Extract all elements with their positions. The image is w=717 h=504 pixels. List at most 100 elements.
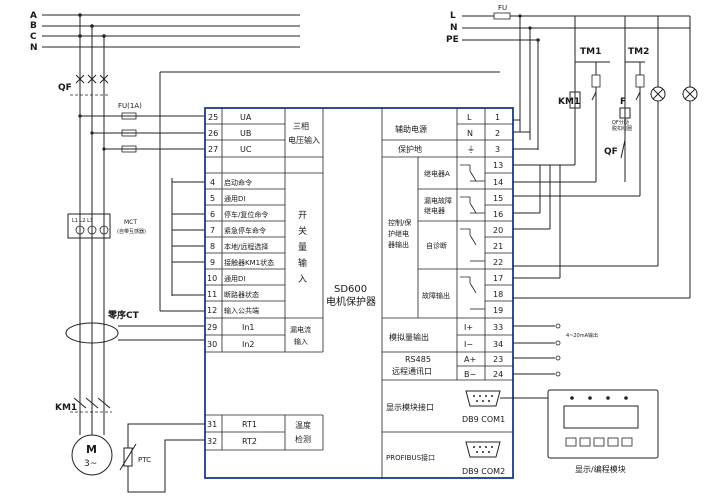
term-name: 通用DI <box>224 194 245 203</box>
term-num: 12 <box>207 306 217 315</box>
tm2-label: TM2 <box>628 47 649 57</box>
term-num: 14 <box>493 178 503 187</box>
rs485-2: 远程通讯口 <box>392 366 432 376</box>
term-name: 接触器KM1状态 <box>224 258 274 267</box>
km1-coil-label: KM1 <box>558 97 580 107</box>
phase-drops <box>79 15 105 435</box>
right-supply-bus: L N PE FU <box>446 4 690 150</box>
term-num: 10 <box>207 274 217 283</box>
term-num: 29 <box>207 323 217 332</box>
term-num: 22 <box>493 258 503 267</box>
qf-aux-label: QF分励 <box>612 119 629 126</box>
self-diag-label: 自诊断 <box>426 241 447 250</box>
breaker-qf: QF <box>58 74 110 96</box>
db9-com1: DB9 COM1 <box>462 415 505 424</box>
sig-label: B− <box>464 370 476 379</box>
relay-loads: TM1 TM2 KM1 F QF分励 脱扣线圈 QF <box>513 16 698 299</box>
display-port-label: 显示模块接口 <box>386 402 434 412</box>
term-num: 21 <box>493 242 503 251</box>
phase-a-label: A <box>30 11 37 21</box>
relay-ctrl-1: 控制/保 <box>388 218 411 227</box>
ground-label: 保护地 <box>398 144 422 154</box>
relay-a-label: 继电器A <box>424 169 450 178</box>
right-rows: L 1 N 2 ⏚ 3 13 14 15 16 20 21 22 17 18 1… <box>382 113 513 433</box>
right-group-labels: 辅助电源 保护地 控制/保 护继电 器输出 继电器A 漏电故障 继电器 自诊断 … <box>386 124 505 476</box>
phase-b-label: B <box>30 21 37 31</box>
term-name: 本地/远程选择 <box>224 242 268 251</box>
sig-label: N <box>467 129 473 138</box>
term-num: 27 <box>208 145 218 154</box>
mct-desc: (自带互感器) <box>117 228 146 235</box>
device-name: SD600 <box>334 284 367 295</box>
term-num: 4 <box>210 178 215 187</box>
device-desc: 电机保护器 <box>326 295 376 308</box>
term-name: UB <box>240 129 251 138</box>
ptc-label: PTC <box>138 456 151 464</box>
qf-contact-label: QF <box>604 147 618 157</box>
term-num: 9 <box>210 258 215 267</box>
term-num: 26 <box>208 129 218 138</box>
term-num: 18 <box>493 290 503 299</box>
motor-name: M <box>86 443 97 456</box>
term-num: 30 <box>207 340 217 349</box>
ct-labels: L1 L2 L3 <box>72 218 93 224</box>
term-num: 31 <box>207 420 217 429</box>
term-num: 3 <box>495 145 500 154</box>
line-pe-label: PE <box>446 35 459 45</box>
zero-ct: 零序CT <box>65 309 205 344</box>
term-num: 13 <box>493 161 503 170</box>
motor-phase: 3~ <box>84 459 97 469</box>
group-switch-3: 量 <box>298 242 307 253</box>
analog-label: 模拟量输出 <box>389 332 429 342</box>
leak-relay-2: 继电器 <box>424 206 445 215</box>
term-num: 8 <box>210 242 215 251</box>
group-switch-2: 关 <box>298 225 307 237</box>
term-num: 1 <box>495 113 500 122</box>
term-num: 34 <box>493 340 503 349</box>
display-module-label: 显示/编程模块 <box>575 464 626 474</box>
term-name: 启动命令 <box>224 178 252 187</box>
term-num: 11 <box>207 290 217 299</box>
analog-rs485-leads: 4~20mA输出 <box>500 323 598 399</box>
qf-label: QF <box>58 83 72 93</box>
term-name: 紧急停车命令 <box>224 226 266 235</box>
sig-label: L <box>467 113 472 122</box>
profibus-label: PROFIBUS接口 <box>386 453 435 462</box>
relay-ctrl-3: 器输出 <box>388 240 409 249</box>
mct-name: MCT <box>124 219 137 226</box>
group-temp-1: 温度 <box>295 420 311 430</box>
term-name: 输入公共端 <box>224 306 259 315</box>
term-name: In1 <box>242 323 255 332</box>
term-num: 16 <box>493 210 503 219</box>
left-terminal-table <box>221 108 324 450</box>
group-voltage-1: 三相 <box>293 121 309 131</box>
sd600-device <box>204 107 514 479</box>
term-num: 2 <box>495 129 500 138</box>
phase-n-label: N <box>30 43 38 53</box>
group-switch-5: 入 <box>298 274 307 285</box>
term-num: 33 <box>493 323 503 332</box>
term-num: 7 <box>210 226 215 235</box>
left-fuses: FU(1A) <box>78 102 205 153</box>
term-num: 17 <box>493 274 503 283</box>
db9-connector-2 <box>465 441 501 458</box>
term-num: 5 <box>210 194 215 203</box>
left-supply-bus: A B C N <box>30 11 300 53</box>
relay-ctrl-2: 护继电 <box>388 229 409 238</box>
term-name: RT1 <box>242 420 257 429</box>
term-name: UA <box>240 113 252 122</box>
group-leak-1: 漏电流 <box>290 325 311 334</box>
fuse-label: FU(1A) <box>118 102 142 110</box>
aux-power-label: 辅助电源 <box>395 124 427 134</box>
term-num: 19 <box>493 306 503 315</box>
term-num: 15 <box>493 194 503 203</box>
db9-com2: DB9 COM2 <box>462 467 505 476</box>
group-voltage-2: 电压输入 <box>288 135 320 145</box>
term-name: RT2 <box>242 437 257 446</box>
zero-ct-label: 零序CT <box>107 309 140 321</box>
fault-out-label: 故障输出 <box>422 291 450 300</box>
switch-input-wiring <box>159 71 500 312</box>
term-name: UC <box>240 145 252 154</box>
line-n-label: N <box>450 23 458 33</box>
